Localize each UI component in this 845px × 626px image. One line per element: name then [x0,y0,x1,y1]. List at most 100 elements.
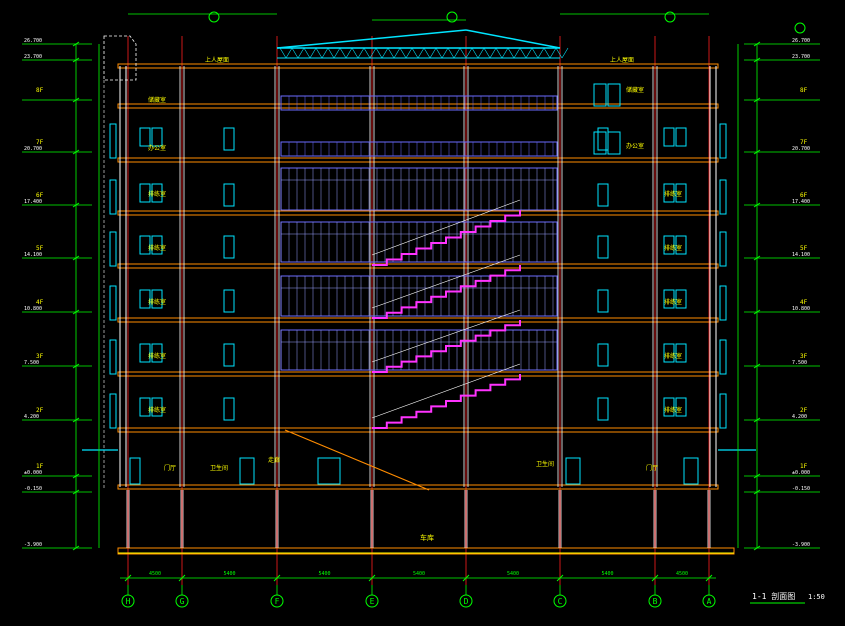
truss-web [411,47,419,59]
level-elev-left: 17.400 [24,199,42,205]
level-elev-right: 23.700 [792,54,810,60]
label-practice-left-2: 排练室 [148,298,166,306]
level-name-right: 7F [800,139,808,146]
truss-web [489,47,497,59]
drawing-scale: 1:50 [808,593,825,601]
level-elev-right: ±0.000 [792,470,810,476]
truss-web [483,47,491,59]
truss-web [459,47,467,59]
span-dim-4: 5400 [507,571,519,577]
truss-web [555,47,563,59]
span-dim-1: 5400 [223,571,235,577]
bottom-dim-tick [705,574,713,582]
stair-flight-5 [372,265,521,319]
ground-stair [284,429,430,491]
level-elev-left: ±0.000 [24,470,42,476]
truss-web [537,47,545,59]
dim-tick [72,473,80,479]
level-elev-right: 26.700 [792,38,810,44]
truss-web [549,47,557,59]
right-window-b-5 [675,397,687,417]
detail-bubble [794,22,806,34]
dim-tick [72,489,80,495]
level-name-right: 6F [800,192,808,199]
dim-tick [753,363,761,369]
detail-bubble [446,11,458,23]
door-7f-b [607,131,621,155]
dim-tick [753,202,761,208]
level-elev-left: -0.150 [24,486,42,492]
left-window-b-3 [151,289,163,309]
truss-web [513,47,521,59]
dim-tick [753,309,761,315]
right-door-5 [597,397,609,421]
facade-window-left-1 [109,179,117,215]
truss-web [477,47,485,59]
truss-web [441,47,449,59]
ground-door-left [129,457,141,485]
level-name-left: 1F [36,463,44,470]
left-door-5 [223,397,235,421]
level-name-left: 7F [36,139,44,146]
label-practice-right-1: 排练室 [664,244,682,252]
level-elev-right: -0.150 [792,486,810,492]
truss-web [309,47,317,59]
level-name-left: 2F [36,407,44,414]
right-window-b-3 [675,289,687,309]
level-elev-left: 7.500 [24,360,39,366]
truss-web [375,47,383,59]
axis-label-F: F [275,597,280,606]
label-practice-right-2: 排练室 [664,298,682,306]
left-door-4 [223,343,235,367]
door-8f-a [593,83,607,107]
level-name-left: 6F [36,192,44,199]
truss-web [285,47,293,59]
left-door-0 [223,127,235,151]
span-dim-3: 5400 [413,571,425,577]
floor-slab-4 [117,263,719,269]
dim-tick [753,41,761,47]
label-practice-left-3: 排练室 [148,352,166,360]
truss-web [453,47,461,59]
truss-web [303,47,311,59]
dim-tick [72,545,80,551]
truss-web [357,47,365,59]
truss-web [543,47,551,59]
dim-tick [753,255,761,261]
span-dim-0: 4500 [149,571,161,577]
dim-tick [72,363,80,369]
right-window-b-0 [675,127,687,147]
dim-tick [72,57,80,63]
dim-tick [753,149,761,155]
bottom-dim-tick [556,574,564,582]
right-window-a-0 [663,127,675,147]
ground-note: 车库 [420,533,434,542]
truss-web [429,47,437,59]
floor-slab-1 [117,103,719,109]
truss-web [315,47,323,59]
truss-web [495,47,503,59]
floor-slab-0 [117,63,719,69]
floor-slab-5 [117,317,719,323]
level-elev-left: 23.700 [24,54,42,60]
label-office-7f-right: 办公室 [626,142,644,150]
axis-label-H: H [126,597,131,606]
truss-web [279,47,287,59]
label-practice-right-3: 排练室 [664,352,682,360]
dim-tick [753,57,761,63]
dim-tick [753,473,761,479]
truss-web [501,47,509,59]
dim-tick [753,545,761,551]
floor-slab-7 [117,427,719,433]
axis-label-A: A [707,597,712,606]
left-window-a-2 [139,235,151,255]
truss-web [333,47,341,59]
truss-web [417,47,425,59]
dim-tick [72,202,80,208]
dim-tick [72,417,80,423]
truss-web [507,47,515,59]
truss-web [351,47,359,59]
